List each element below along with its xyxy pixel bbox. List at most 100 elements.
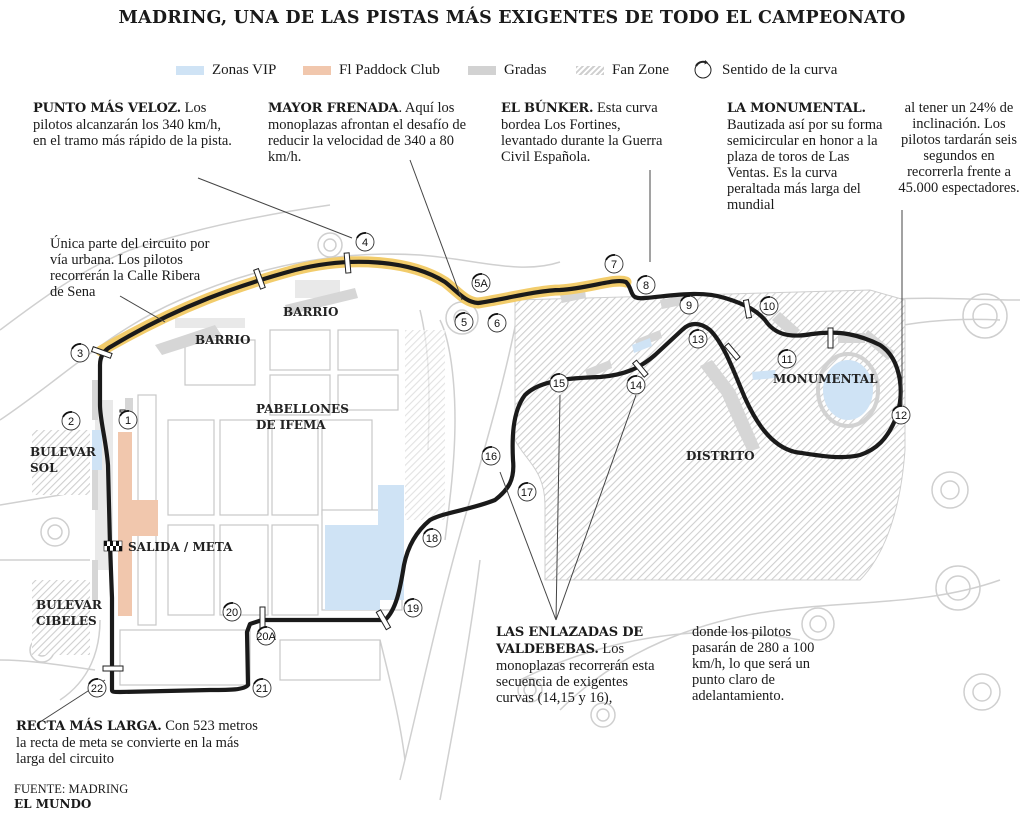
annotation-bunker: EL BÚNKER. Esta curva bordea Los Fortine… [501, 100, 673, 165]
legend-paddock-swatch [303, 65, 331, 75]
turn-number: 16 [485, 451, 497, 463]
roundabouts [29, 232, 1008, 728]
annotation-urbana: Única parte del circuito por vía urbana.… [50, 236, 210, 300]
legend-sentido: Sentido de la curva [692, 60, 837, 80]
annotation-bunker-heading: EL BÚNKER. [501, 101, 594, 116]
label-pabellones-1: PABELLONES [256, 402, 349, 416]
curve-direction-icon [760, 296, 771, 303]
paddock-club [118, 432, 158, 616]
turn-number: 5 [461, 317, 467, 329]
annotation-mayor-frenada-heading: MAYOR FRENADA [268, 101, 399, 116]
turn-marker-5: 5 [454, 312, 474, 332]
turn-marker-5a: 5A [471, 273, 491, 293]
turn-number: 3 [77, 348, 83, 360]
legend-paddock-label: Fl Paddock Club [339, 61, 440, 78]
turn-marker-6: 6 [487, 313, 507, 333]
annotation-monumental-text-2: al tener un 24% de inclinación. Los pilo… [898, 100, 1020, 196]
turn-marker-1: 1 [118, 410, 138, 430]
legend-vip-label: Zonas VIP [212, 61, 277, 78]
curve-direction-icon [550, 373, 561, 380]
annotation-monumental: LA MONUMENTAL. Bautizada así por su form… [727, 100, 885, 213]
turn-marker-15: 15 [549, 373, 569, 393]
curve-direction-icon [627, 375, 638, 382]
label-pabellones-2: DE IFEMA [256, 418, 326, 432]
turn-marker-20a: 20A [256, 626, 276, 646]
curve-direction-icon [88, 678, 99, 685]
turn-number: 15 [553, 378, 565, 390]
turn-number: 2 [68, 416, 74, 428]
turn-number: 12 [895, 410, 907, 422]
curve-direction-icon [119, 410, 130, 417]
turn-number: 7 [611, 259, 617, 271]
curve-direction-icon [257, 626, 268, 633]
curve-direction-icon [689, 329, 700, 336]
turn-number: 19 [407, 603, 419, 615]
annotation-monumental-text: Bautizada así por su forma semicircular … [727, 117, 883, 213]
turn-number: 17 [521, 487, 533, 499]
turn-number: 6 [494, 318, 500, 330]
annotation-bunker-text: Esta curva bordea Los Fortines, levantad… [501, 100, 663, 165]
turn-marker-8: 8 [636, 275, 656, 295]
curve-direction-icon [253, 678, 264, 685]
sector-markers [90, 252, 834, 672]
publisher-name: EL MUNDO [14, 797, 92, 811]
label-monumental: MONUMENTAL [773, 372, 878, 386]
turn-marker-7: 7 [604, 254, 624, 274]
legend-fanzone-label: Fan Zone [612, 61, 670, 78]
annotation-punto-veloz-text: Los pilotos alcanzarán los 340 km/h, en … [33, 100, 232, 149]
curve-direction-icon [455, 312, 466, 319]
annotation-punto-veloz: PUNTO MÁS VELOZ. Los pilotos alcanzarán … [33, 100, 238, 149]
turn-number: 13 [692, 334, 704, 346]
legend-vip-swatch [176, 65, 204, 75]
turn-marker-12: 12 [891, 405, 911, 425]
curve-direction-icon [472, 273, 483, 280]
turn-marker-10: 10 [759, 296, 779, 316]
turn-number: 21 [256, 683, 268, 695]
curve-direction-icon [488, 313, 499, 320]
legend-vip: Zonas VIP [176, 60, 276, 80]
curve-direction-icon [482, 446, 493, 453]
page-title: MADRING, UNA DE LAS PISTAS MÁS EXIGENTES… [118, 8, 906, 28]
annotation-enlazadas-text: Los monoplazas recorrerán esta secuencia… [496, 641, 655, 706]
label-bulevar-cibeles-2: CIBELES [36, 614, 97, 628]
turn-number: 11 [781, 354, 792, 366]
label-barrio-2: BARRIO [283, 305, 338, 319]
source-line: FUENTE: MADRING [14, 782, 129, 796]
start-finish-line [103, 540, 123, 552]
label-bulevar-cibeles-1: BULEVAR [36, 598, 103, 612]
turn-marker-16: 16 [481, 446, 501, 466]
legend-fanzone: Fan Zone [576, 60, 669, 80]
annotation-recta-larga-heading: RECTA MÁS LARGA. [16, 719, 162, 734]
turn-number: 20 [226, 607, 238, 619]
annotation-urbana-text: Única parte del circuito por vía urbana.… [50, 236, 210, 300]
turn-marker-13: 13 [688, 329, 708, 349]
turn-number: 10 [763, 301, 775, 313]
curve-direction-icon [71, 343, 82, 350]
turn-marker-20: 20 [222, 602, 242, 622]
legend-gradas-label: Gradas [504, 61, 547, 78]
turn-marker-17: 17 [517, 482, 537, 502]
curve-direction-icon [62, 411, 73, 418]
annotation-recta-larga: RECTA MÁS LARGA. Con 523 metros la recta… [16, 718, 261, 767]
annotation-recta-larga-text: Con 523 metros la recta de meta se convi… [16, 718, 258, 767]
curve-direction-icon [223, 602, 234, 609]
curve-direction-icon [892, 405, 903, 412]
turn-marker-18: 18 [422, 528, 442, 548]
turn-number: 22 [91, 683, 103, 695]
turn-marker-22: 22 [87, 678, 107, 698]
turn-marker-9: 9 [679, 295, 699, 315]
label-barrio-1: BARRIO [195, 333, 250, 347]
annotation-enlazadas-cont: donde los pilotos pasarán de 280 a 100 k… [692, 624, 828, 704]
annotation-enlazadas: LAS ENLAZADAS DE VALDEBEBAS. Los monopla… [496, 624, 658, 706]
turn-number: 14 [630, 380, 642, 392]
curve-direction-icon [694, 60, 712, 79]
label-bulevar-sol-1: BULEVAR [30, 445, 97, 459]
label-salida-meta: SALIDA / META [128, 540, 233, 554]
curve-direction-icon [605, 254, 616, 261]
legend-gradas: Gradas [468, 60, 546, 80]
curve-direction-icon [404, 598, 415, 605]
curve-direction-icon [680, 295, 691, 302]
turn-marker-14: 14 [626, 375, 646, 395]
curve-direction-icon [518, 482, 529, 489]
